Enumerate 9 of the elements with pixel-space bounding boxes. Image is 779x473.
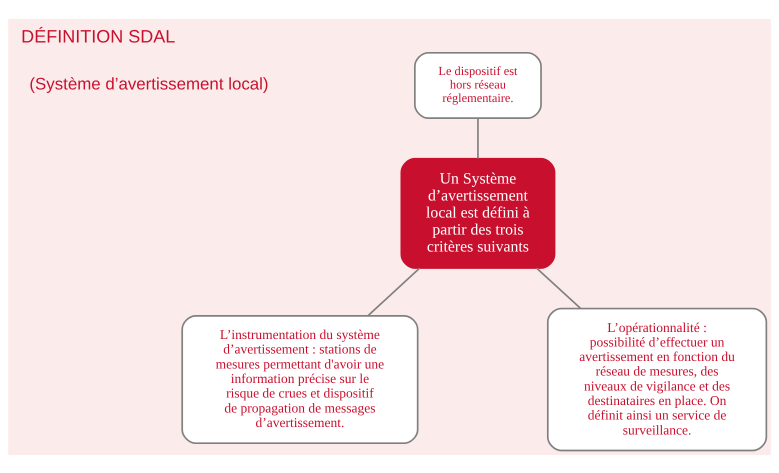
node-box: Le dispositif est hors réseau réglementaire. — [414, 51, 542, 118]
node-box: Un Système d’avertissement local est défini à partir des trois critères suivants — [400, 157, 556, 268]
connector — [536, 267, 582, 309]
node-box: L’opérationnalité : possibilité d’effectuer un avertissement en fonction du réseau de mesures, des niveaux de vigilance et des destinataires en place. On définit ainsi un service de surveillance. — [546, 307, 768, 451]
connector — [367, 267, 420, 316]
node-box: L’instrumentation du système d’avertissement : stations de mesures permettant d'avoir une information précise sur le risque de crues et dispositif de propagation de messages d’avertissement. — [181, 314, 419, 444]
diagram-title: DÉFINITION SDAL — [21, 26, 176, 46]
label: (Système d’avertissement local) — [29, 74, 269, 93]
connector — [477, 118, 479, 158]
